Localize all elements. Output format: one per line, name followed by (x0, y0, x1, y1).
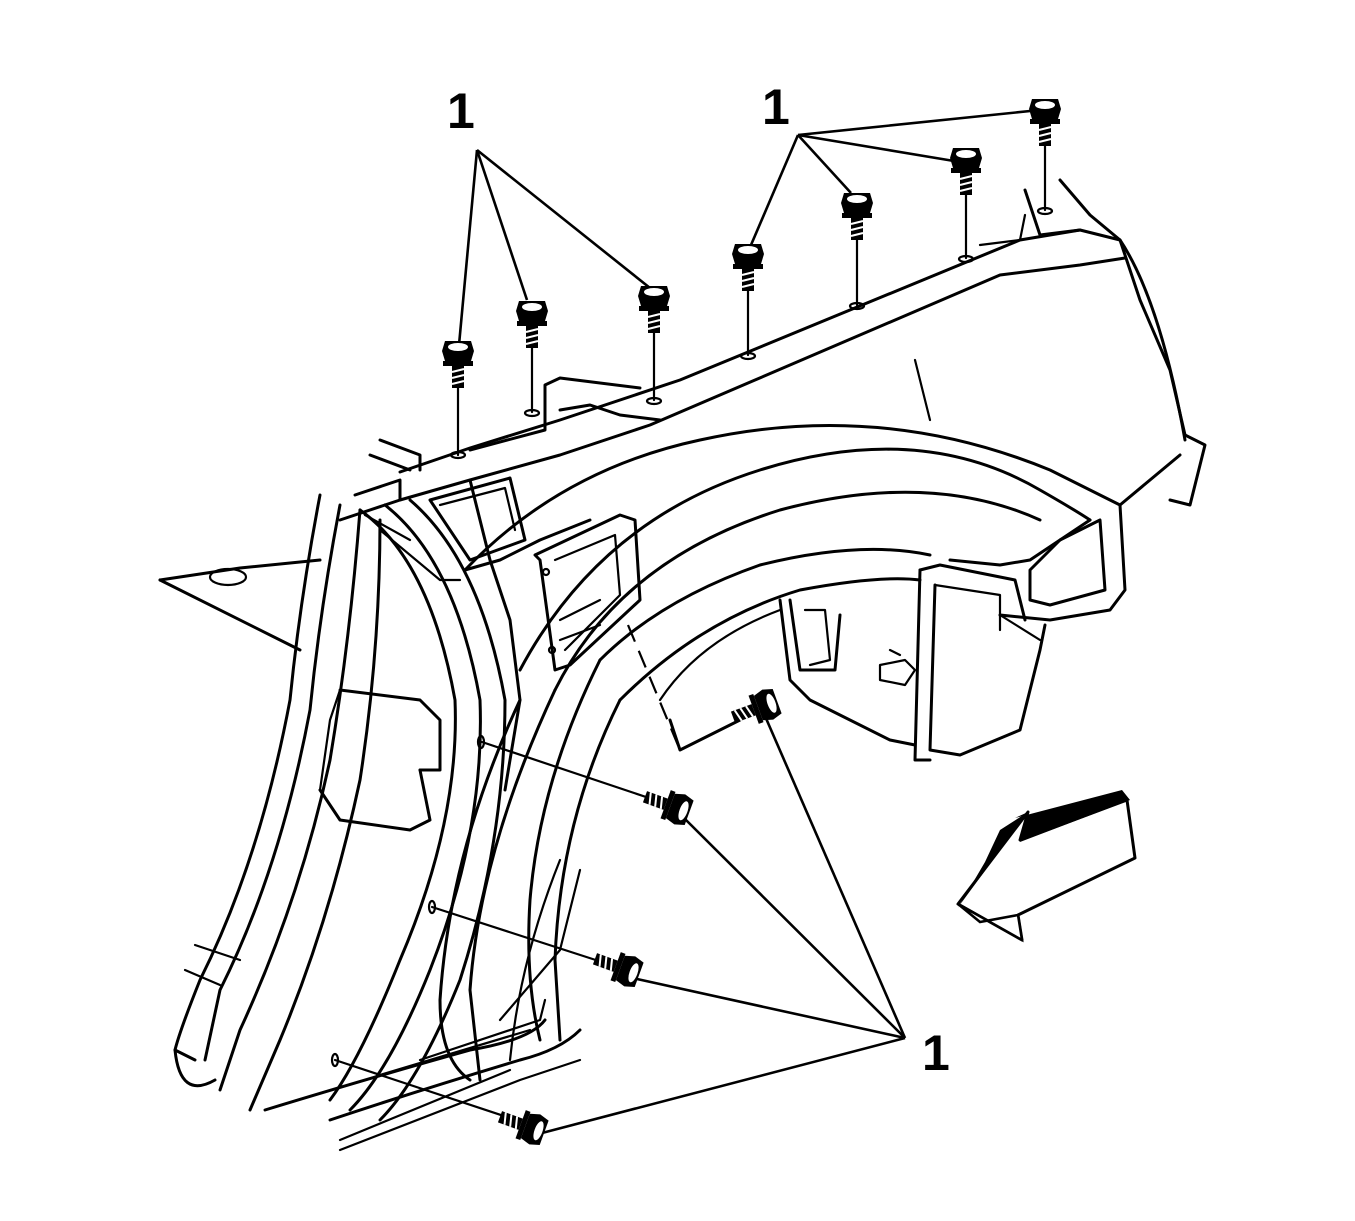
mounting-hole (523, 408, 541, 418)
mounting-hole (427, 899, 437, 915)
mounting-hole (645, 396, 663, 406)
bolt-icon (726, 685, 784, 734)
bolt-icon (515, 300, 549, 349)
mounting-hole (476, 734, 486, 750)
mounting-holes (330, 206, 1054, 1068)
leader-lines (333, 108, 1047, 1135)
bolt-icon (1028, 98, 1062, 147)
bolt-icon (637, 285, 671, 334)
callout-number: 1 (762, 79, 790, 135)
bolt-icon (840, 192, 874, 241)
mounting-hole (330, 1052, 340, 1068)
bolt-icon (588, 942, 646, 991)
bolt-icon (949, 147, 983, 196)
callout-number: 1 (922, 1025, 950, 1081)
mounting-hole (957, 254, 975, 264)
mounting-hole (1036, 206, 1054, 216)
mounting-hole (449, 450, 467, 460)
front-direction-arrow-icon (956, 790, 1137, 943)
bolt-icon (441, 340, 475, 389)
bolt-icon (731, 243, 765, 292)
callouts: 1 1 1 (447, 79, 950, 1081)
mounting-hole (848, 301, 866, 311)
callout-number: 1 (447, 83, 475, 139)
bolt-icon (493, 1100, 551, 1149)
fender-body (158, 178, 1207, 1152)
mounting-hole (739, 351, 757, 361)
